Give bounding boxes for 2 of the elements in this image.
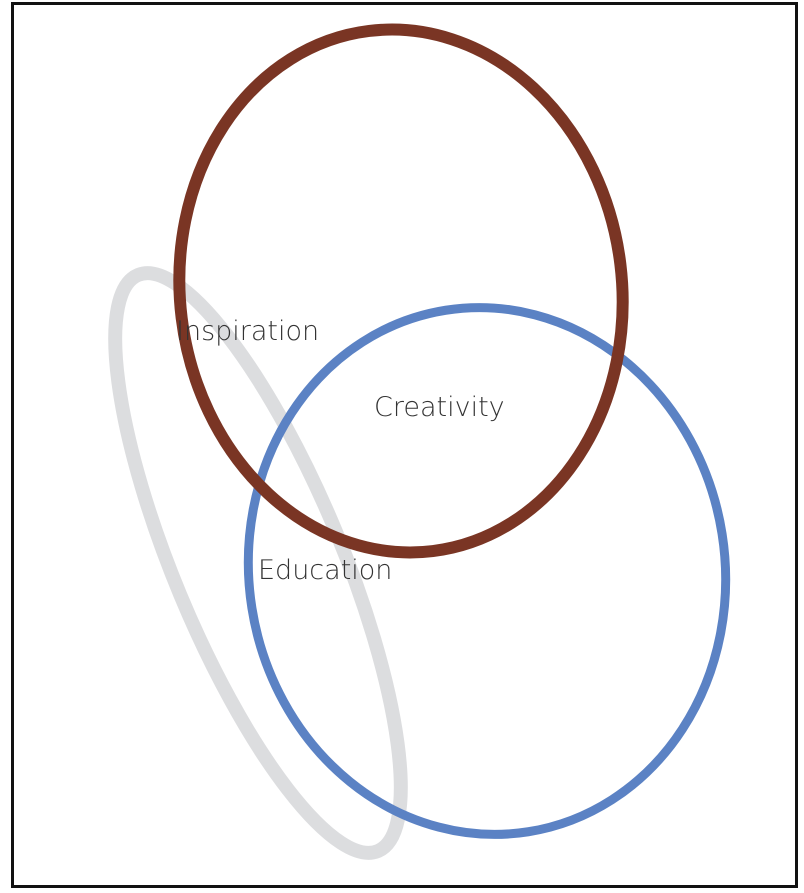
creativity-label: Creativity	[374, 394, 505, 421]
education-label: Education	[258, 557, 392, 584]
